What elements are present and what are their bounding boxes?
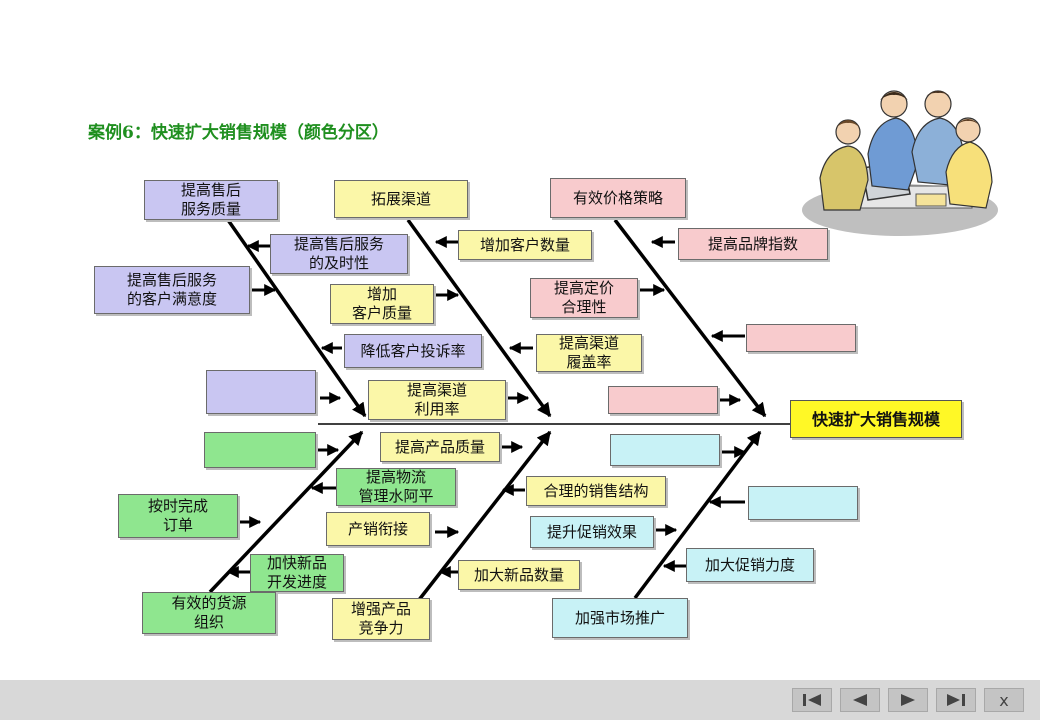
cause-box-empty-cyan-1 [610,434,720,466]
cause-box-market-promotion: 加强市场推广 [552,598,688,638]
cause-box-logistics: 提高物流 管理水阿平 [336,468,456,506]
cause-box-increase-customers: 增加客户数量 [458,230,592,260]
play-right-icon [901,694,915,706]
cause-box-reduce-complaints: 降低客户投诉率 [344,334,482,368]
cause-box-promo-effect: 提升促销效果 [530,516,654,548]
effect-box: 快速扩大销售规模 [790,400,962,438]
bone-service [226,218,367,418]
cause-box-on-time-orders: 按时完成 订单 [118,494,238,538]
team-illustration [802,90,998,236]
cause-box-channel-coverage: 提高渠道 履盖率 [536,334,642,372]
next-slide-button[interactable] [888,688,928,712]
bone-supply [208,430,364,594]
cause-box-production-sales: 产销衔接 [326,512,430,546]
close-icon: x [999,690,1009,710]
cause-box-empty-purple [206,370,316,414]
cause-box-product-quality: 提高产品质量 [380,432,500,462]
cause-box-supply-organization: 有效的货源 组织 [142,592,276,634]
first-slide-button[interactable] [792,688,832,712]
bone-promo [633,430,762,600]
cause-box-pricing-rationality: 提高定价 合理性 [530,278,638,318]
cause-box-product-competitiveness: 增强产品 竞争力 [332,598,430,640]
cause-box-new-product-dev: 加快新品 开发进度 [250,554,344,592]
play-left-icon [853,694,867,706]
cause-box-channel-utilization: 提高渠道 利用率 [368,380,506,420]
cause-box-empty-pink-1 [746,324,856,352]
previous-slide-button[interactable] [840,688,880,712]
cause-box-expand-channels: 拓展渠道 [334,180,468,218]
cause-box-brand-index: 提高品牌指数 [678,228,828,260]
cause-box-service-quality: 提高售后 服务质量 [144,180,278,220]
cause-box-empty-green [204,432,316,468]
cause-box-empty-pink-2 [608,386,718,414]
cause-box-empty-cyan-2 [748,486,858,520]
fishbone-diagram [208,218,790,607]
slide-navigation-bar: x [0,680,1040,720]
skip-forward-icon [947,694,965,706]
last-slide-button[interactable] [936,688,976,712]
bone-channel [406,218,552,418]
skip-back-icon [803,694,821,706]
cause-box-customer-quality: 增加 客户质量 [330,284,434,324]
cause-box-service-timeliness: 提高售后服务 的及时性 [270,234,408,274]
cause-box-service-satisfaction: 提高售后服务 的客户满意度 [94,266,250,314]
cause-box-pricing-strategy: 有效价格策略 [550,178,686,218]
cause-box-sales-structure: 合理的销售结构 [526,476,666,506]
bone-price [613,218,767,418]
cause-box-promo-intensity: 加大促销力度 [686,548,814,582]
page-title: 案例6：快速扩大销售规模（颜色分区） [88,123,389,143]
cause-box-new-product-count: 加大新品数量 [458,560,580,590]
bone-product [413,430,552,607]
close-slideshow-button[interactable]: x [984,688,1024,712]
